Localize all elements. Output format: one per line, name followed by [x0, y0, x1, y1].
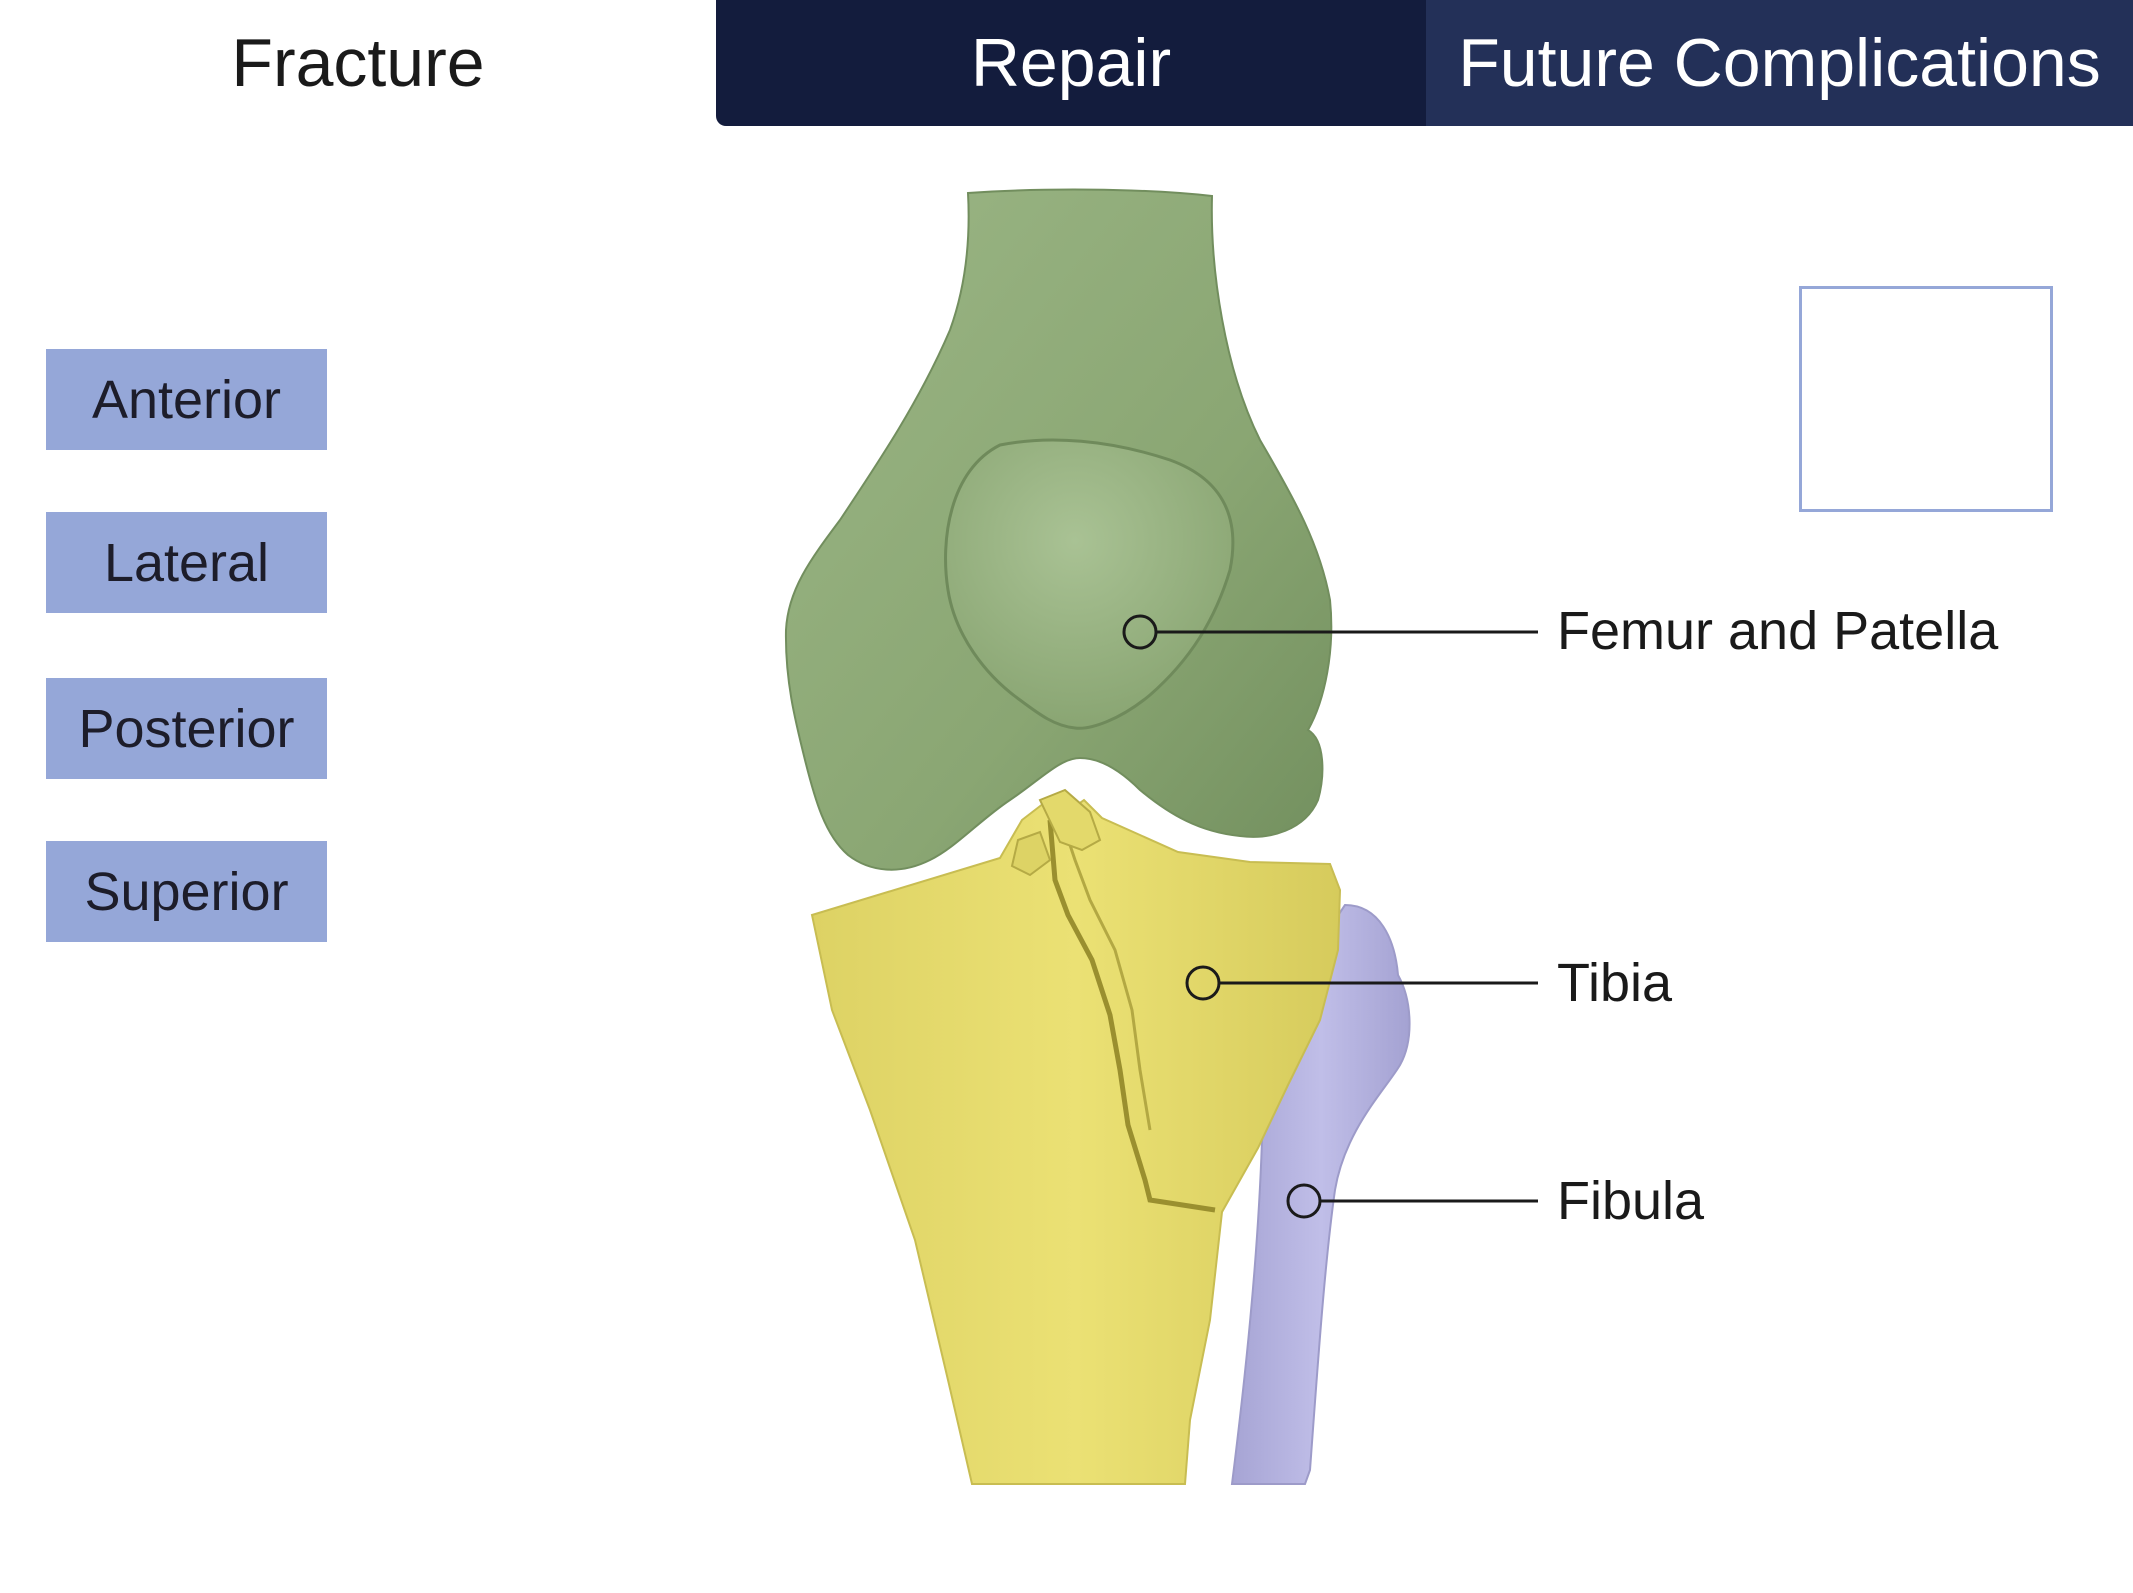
tibia-label: Tibia	[1557, 953, 1673, 1013]
tab-bar: Fracture Repair Future Complications	[0, 0, 2133, 126]
superior-view-button[interactable]: Superior	[46, 841, 327, 942]
tab-future-complications[interactable]: Future Complications	[1426, 0, 2133, 126]
tibia-fracture-line	[1047, 819, 1216, 1213]
anterior-view-button[interactable]: Anterior	[46, 349, 327, 450]
posterior-view-button[interactable]: Posterior	[46, 678, 327, 779]
lateral-view-button[interactable]: Lateral	[46, 512, 327, 613]
femur-patella-label: Femur and Patella	[1557, 601, 1999, 661]
fibula-label: Fibula	[1557, 1171, 1705, 1231]
empty-frame-box	[1799, 286, 2053, 512]
tab-fracture[interactable]: Fracture	[0, 0, 716, 126]
tab-repair[interactable]: Repair	[716, 0, 1426, 126]
patella-bone	[944, 438, 1235, 730]
